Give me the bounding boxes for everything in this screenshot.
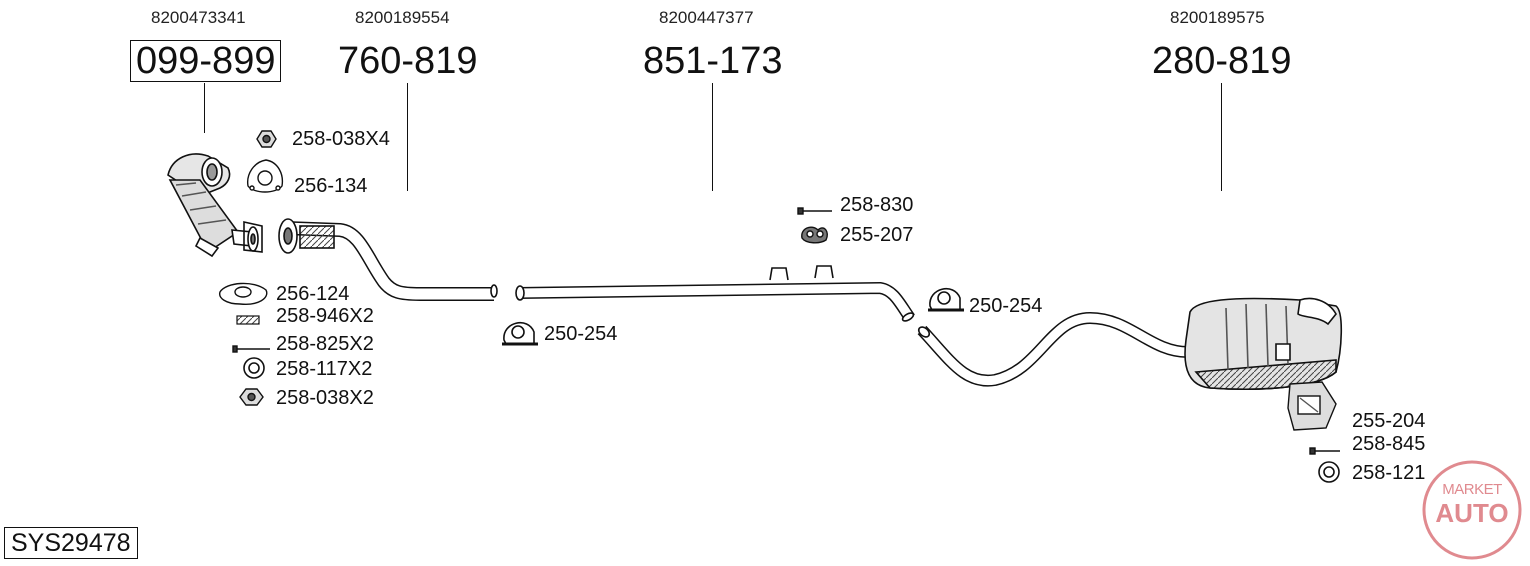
- catalytic-converter: [167, 153, 263, 258]
- nut-icon: [239, 388, 264, 406]
- system-code: SYS29478: [4, 527, 138, 559]
- washer-icon: [1318, 461, 1340, 483]
- fitting-label: 258-117X2: [276, 358, 373, 380]
- leader-line: [407, 83, 408, 191]
- bolt-icon: [232, 345, 270, 353]
- watermark-logo: [1422, 460, 1522, 560]
- fitting-label: 258-825X2: [276, 333, 374, 355]
- oe-number: 8200189554: [355, 8, 450, 27]
- washer-icon: [243, 357, 265, 379]
- rubber-mount-icon: [801, 226, 828, 244]
- oe-number: 8200473341: [151, 8, 246, 27]
- spring-icon: [236, 315, 260, 325]
- leader-line: [1221, 83, 1222, 191]
- fitting-label: 258-038X4: [292, 128, 390, 150]
- fitting-label: 258-038X2: [276, 387, 374, 409]
- front-pipe: [278, 218, 498, 301]
- fitting-label: 255-204: [1352, 410, 1426, 432]
- fitting-label: 250-254: [969, 295, 1043, 317]
- oe-number: 8200447377: [659, 8, 754, 27]
- part-number: 851-173: [643, 40, 783, 82]
- gasket-icon: [247, 159, 284, 193]
- leader-line: [712, 83, 713, 191]
- gasket-icon: [219, 282, 268, 306]
- part-number: 280-819: [1152, 40, 1292, 82]
- watermark-line-1: MARKET: [1442, 481, 1502, 498]
- fitting-label: 256-134: [294, 175, 368, 197]
- watermark-line-2: AUTO: [1435, 498, 1509, 528]
- fitting-label: 258-845: [1352, 433, 1426, 455]
- oe-number: 8200189575: [1170, 8, 1265, 27]
- fitting-label: 255-207: [840, 224, 914, 246]
- rubber-mount-icon: [1287, 381, 1337, 431]
- fitting-label: 258-121: [1352, 462, 1426, 484]
- nut-icon: [256, 130, 277, 148]
- fitting-label: 258-830: [840, 194, 914, 216]
- fitting-label: 256-124: [276, 283, 350, 305]
- fitting-label: 258-946X2: [276, 305, 374, 327]
- middle-pipe: [515, 265, 915, 322]
- rear-muffler: [917, 297, 1343, 390]
- part-number: 099-899: [130, 40, 282, 82]
- part-number: 760-819: [338, 40, 478, 82]
- clamp-icon: [928, 287, 964, 312]
- clamp-icon: [502, 321, 538, 346]
- leader-line: [204, 83, 205, 133]
- fitting-label: 250-254: [544, 323, 618, 345]
- bolt-icon: [1309, 447, 1340, 455]
- bolt-icon: [797, 207, 832, 215]
